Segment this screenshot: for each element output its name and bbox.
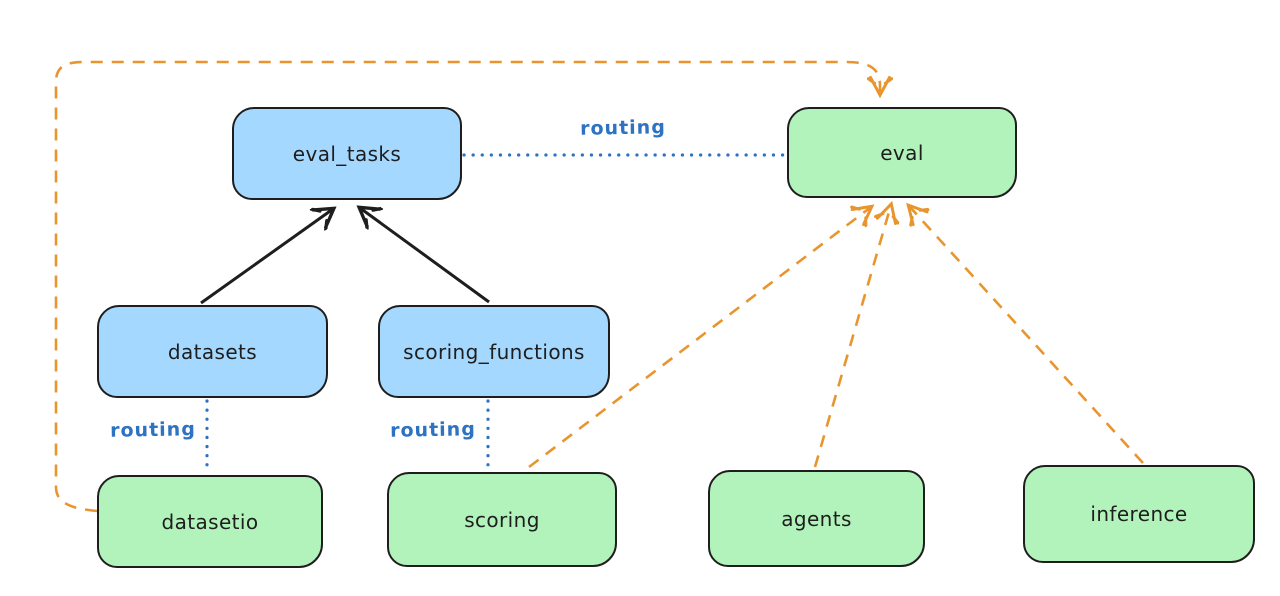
edge-datasetio-to-eval (54, 60, 880, 513)
node-inference-label: inference (1090, 502, 1188, 526)
edge-inference-to-eval (909, 206, 1144, 464)
node-datasets: datasets (97, 305, 328, 398)
node-agents-label: agents (781, 506, 852, 531)
node-scoring-functions-label: scoring_functions (403, 339, 585, 364)
edge-scoring-functions-to-eval-tasks (360, 208, 490, 304)
node-scoring-functions: scoring_functions (378, 305, 610, 398)
routing-label-scoring-functions-scoring: routing (389, 418, 477, 442)
node-eval-tasks: eval_tasks (232, 107, 462, 200)
node-datasets-label: datasets (167, 339, 258, 364)
routing-label-datasets-datasetio: routing (109, 418, 197, 442)
edge-datasets-to-eval-tasks (200, 209, 333, 305)
node-datasetio-label: datasetio (161, 509, 259, 534)
node-scoring: scoring (387, 472, 617, 567)
node-eval-tasks-label: eval_tasks (292, 141, 402, 166)
node-eval-label: eval (880, 140, 924, 165)
node-eval: eval (787, 107, 1017, 198)
node-datasetio: datasetio (97, 475, 323, 568)
node-scoring-label: scoring (464, 507, 540, 532)
node-inference: inference (1023, 465, 1255, 563)
node-agents: agents (708, 470, 925, 567)
routing-label-eval-tasks-eval: routing (579, 116, 667, 140)
edge-agents-to-eval (813, 205, 891, 468)
